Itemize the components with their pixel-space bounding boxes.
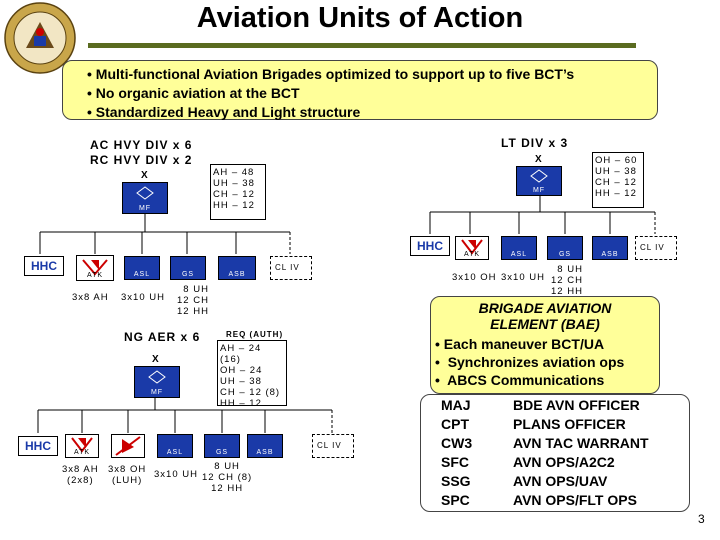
light-division-label: LT DIV x 3 (501, 136, 569, 150)
staff-rank: SPC (441, 492, 470, 508)
page-number: 3 (698, 512, 705, 526)
heavy-brigade-hq-symbol: MF (122, 182, 168, 214)
aer-attack-aircraft: 3x8 AH(2x8) (62, 464, 99, 486)
aer-class-iv-element: CL IV (312, 434, 354, 458)
summary-bullets: • Multi-functional Aviation Brigades opt… (62, 60, 658, 120)
heavy-ac-label: AC HVY DIV x 6 (90, 138, 193, 152)
title-rule (88, 43, 636, 48)
light-aviation-support-battalion-symbol: ASB (592, 236, 628, 260)
staff-rank: SFC (441, 454, 469, 470)
heavy-class-iv-element: CL IV (270, 256, 312, 280)
heavy-assault-aircraft: 3x10 UH (121, 292, 165, 303)
staff-rank: CPT (441, 416, 469, 432)
aer-recon-aircraft: 3x8 OH(LUH) (108, 464, 147, 486)
light-attack-aircraft: 3x10 OH (452, 272, 497, 283)
aer-assault-battalion-symbol: ASL (157, 434, 193, 458)
bae-item: • Synchronizes aviation ops (435, 354, 625, 370)
bae-staff-table: MAJ BDE AVN OFFICER CPT PLANS OFFICER CW… (420, 394, 690, 512)
aer-hhc: HHC (18, 436, 58, 456)
light-general-support-battalion-symbol: GS (547, 236, 583, 260)
heavy-echelon-marker: X (141, 170, 149, 181)
light-assault-aircraft: 3x10 UH (501, 272, 545, 283)
staff-role: AVN OPS/UAV (513, 473, 608, 489)
light-hhc: HHC (410, 236, 450, 256)
aer-assault-aircraft: 3x10 UH (154, 469, 198, 480)
staff-rank: SSG (441, 473, 471, 489)
bae-item: • ABCS Communications (435, 372, 605, 388)
staff-rank: MAJ (441, 397, 471, 413)
staff-role: AVN TAC WARRANT (513, 435, 649, 451)
staff-role: BDE AVN OFFICER (513, 397, 640, 413)
light-brigade-hq-symbol: MF (516, 166, 562, 196)
staff-role: AVN OPS/A2C2 (513, 454, 615, 470)
department-seal-icon (4, 2, 76, 74)
staff-role: PLANS OFFICER (513, 416, 626, 432)
bullet-item: • Multi-functional Aviation Brigades opt… (87, 66, 575, 82)
staff-role: AVN OPS/FLT OPS (513, 492, 637, 508)
heavy-rc-label: RC HVY DIV x 2 (90, 153, 193, 167)
heavy-general-support-battalion-symbol: GS (170, 256, 206, 280)
aer-general-support-battalion-symbol: GS (204, 434, 240, 458)
heavy-assault-battalion-symbol: ASL (124, 256, 160, 280)
bullet-item: • No organic aviation at the BCT (87, 85, 300, 101)
light-class-iv-element: CL IV (635, 236, 677, 260)
aer-label: NG AER x 6 (124, 330, 201, 344)
light-echelon-marker: X (535, 154, 543, 165)
bae-list: • Each maneuver BCT/UA • Synchronizes av… (435, 335, 624, 389)
heavy-hhc: HHC (24, 256, 64, 276)
aer-recon-battalion-symbol (111, 434, 145, 458)
aer-aviation-support-battalion-symbol: ASB (247, 434, 283, 458)
page-title: Aviation Units of Action (196, 2, 524, 34)
light-assault-battalion-symbol: ASL (501, 236, 537, 260)
heavy-attack-battalion-symbol: ATK (76, 255, 114, 281)
light-attack-battalion-symbol: ATK (455, 236, 489, 260)
aer-echelon-marker: X (152, 354, 160, 365)
aer-brigade-hq-symbol: MF (134, 366, 180, 398)
bullet-item: • Standardized Heavy and Light structure (87, 104, 361, 120)
bae-item: • Each maneuver BCT/UA (435, 336, 605, 352)
heavy-aviation-support-battalion-symbol: ASB (218, 256, 256, 280)
aer-attack-battalion-symbol: ATK (65, 434, 99, 458)
heavy-attack-aircraft: 3x8 AH (72, 292, 109, 303)
staff-rank: CW3 (441, 435, 473, 451)
aer-req-label: REQ (AUTH) (226, 330, 284, 339)
